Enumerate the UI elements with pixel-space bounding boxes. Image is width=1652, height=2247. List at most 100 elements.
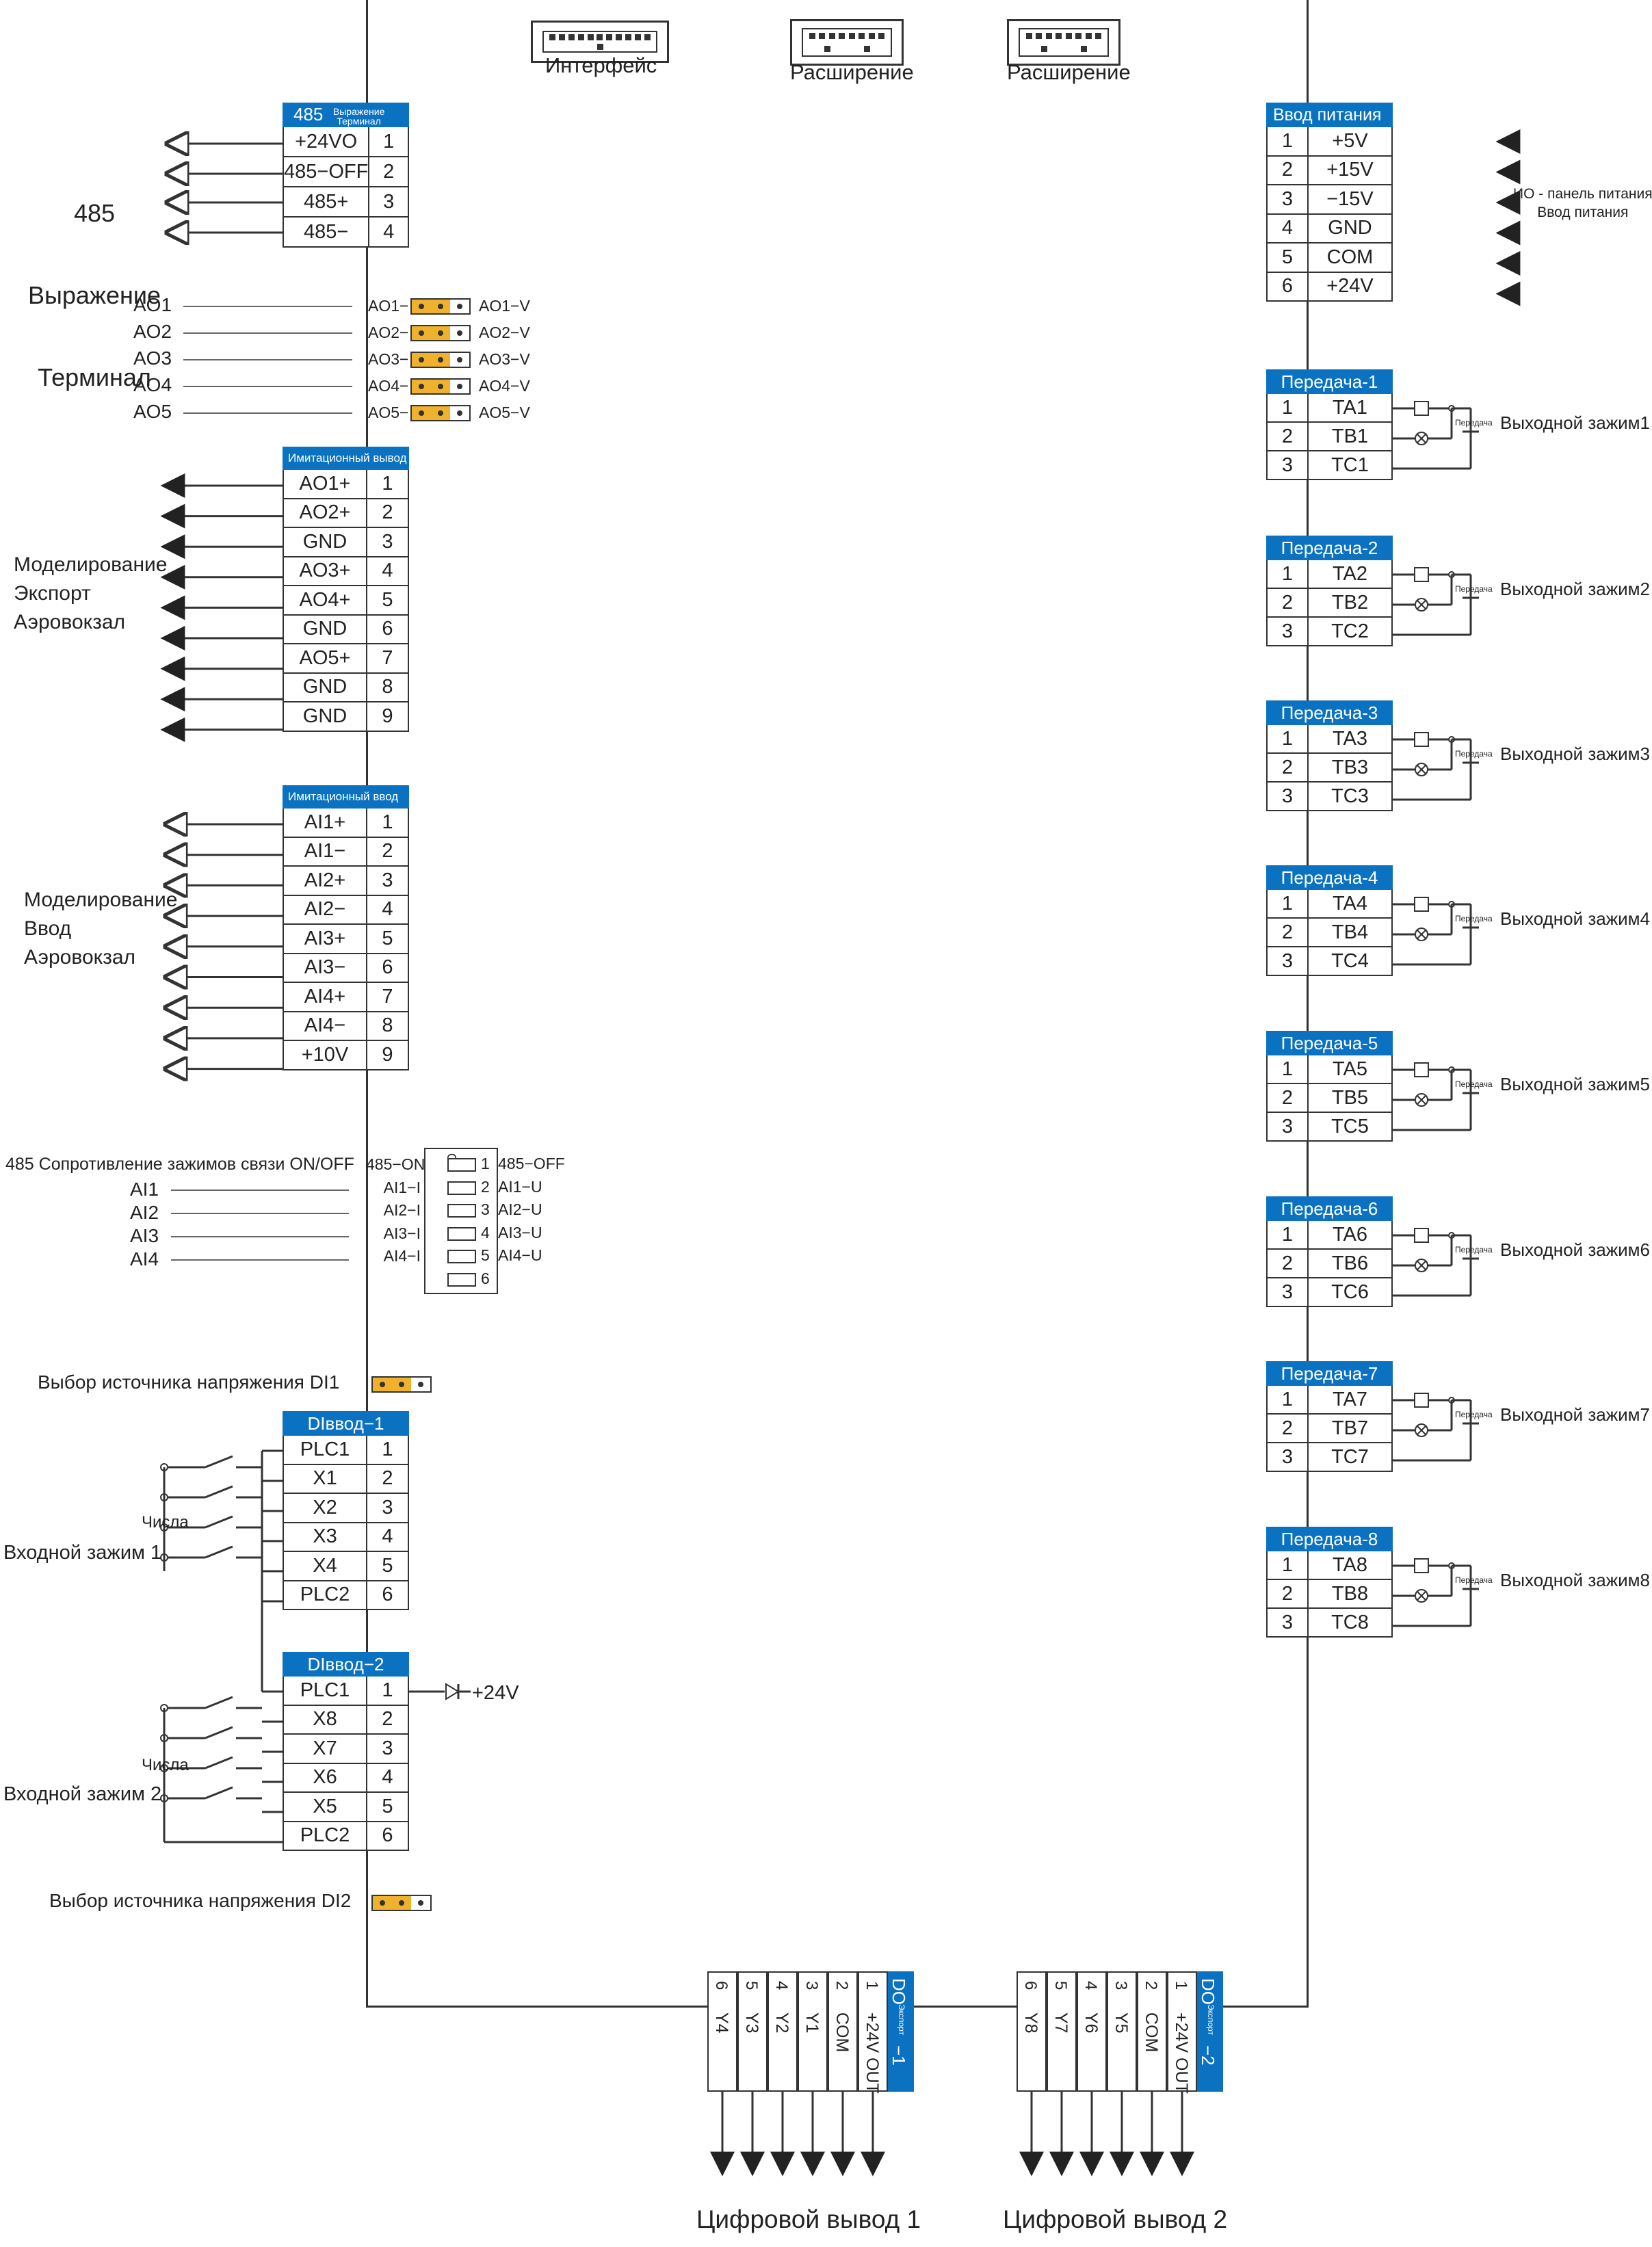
terminal-pin: 8 xyxy=(366,672,409,702)
diode-icon xyxy=(445,1683,460,1700)
relay-pin-number: 1 xyxy=(1266,1550,1309,1580)
relay-pin-signal: TA8 xyxy=(1307,1550,1393,1580)
digital-output-signal: Y6 xyxy=(1081,2012,1101,2034)
terminal-pin: 2 xyxy=(366,497,409,528)
di-input-2-side-label: Входной зажим 2 xyxy=(3,1783,162,1805)
di1-voltage-jumper[interactable] xyxy=(371,1376,432,1393)
relay-pin-signal: TA4 xyxy=(1307,889,1393,919)
terminal-pin: 4 xyxy=(366,555,409,586)
relay-lamp-cross xyxy=(1417,930,1426,939)
ao-jumper-1[interactable] xyxy=(410,298,471,315)
relay-output-label: Выходной зажим6 xyxy=(1500,1239,1650,1260)
digital-output-column xyxy=(1167,1971,1197,2092)
relay-title: Передача-5 xyxy=(1266,1031,1393,1055)
dip-switch-toggle[interactable] xyxy=(447,1181,476,1195)
relay-coil-icon xyxy=(1414,1393,1429,1408)
di2-voltage-jumper[interactable] xyxy=(371,1895,432,1911)
relay-lamp-cross xyxy=(1417,1095,1426,1105)
terminal-signal: X5 xyxy=(283,1791,367,1822)
ao-jumper-left-label: AO4 xyxy=(133,374,172,395)
ao-jumper-3[interactable] xyxy=(410,352,471,368)
digital-output-signal: +24V OUT xyxy=(863,2012,882,2094)
rs485-block-title: 485 xyxy=(293,104,324,125)
table-row: AI2−4 xyxy=(283,894,409,925)
digital-output-column xyxy=(1077,1971,1107,2092)
terminal-pin: 4 xyxy=(366,1521,409,1552)
dip-switch-toggle[interactable] xyxy=(447,1204,476,1218)
relay-pin-number: 1 xyxy=(1266,889,1309,919)
terminal-pin: 3 xyxy=(1266,184,1309,215)
rs485-pin: 3 xyxy=(368,186,409,218)
terminal-pin: 9 xyxy=(366,701,409,732)
ao-jumper-4[interactable] xyxy=(410,378,471,395)
digital-output-column xyxy=(828,1971,858,2092)
rs485-signal: 485−OFF xyxy=(282,156,370,187)
relay-note: Передача xyxy=(1455,584,1493,594)
terminal-signal: PLC2 xyxy=(283,1579,367,1610)
terminal-pin: 3 xyxy=(366,865,409,896)
terminal-pin: 5 xyxy=(1266,242,1309,273)
terminal-signal: +24V xyxy=(1307,271,1393,302)
ao-jumper-right-label: AO5−V xyxy=(479,404,530,421)
dip-switch[interactable] xyxy=(424,1148,498,1294)
di-input-2-group-label: Числа xyxy=(142,1756,189,1774)
dip-left-label: AI2 xyxy=(130,1202,159,1223)
table-row: 1+5V xyxy=(1266,126,1393,157)
relay-pin-signal: TC8 xyxy=(1307,1607,1393,1638)
terminal-signal: AI3− xyxy=(283,952,367,983)
terminal-signal: AO1+ xyxy=(283,469,367,499)
relay-title: Передача-4 xyxy=(1266,865,1393,890)
relay-pin-number: 3 xyxy=(1266,1442,1309,1472)
expansion-label-2: Расширение xyxy=(1007,60,1131,84)
relay-title: Передача-3 xyxy=(1266,700,1393,725)
ao-jumper-5[interactable] xyxy=(410,405,471,421)
relay-pin-signal: TA7 xyxy=(1307,1384,1393,1415)
relay-pin-signal: TB7 xyxy=(1307,1413,1393,1443)
terminal-signal: AI4+ xyxy=(283,982,367,1012)
terminal-signal: PLC1 xyxy=(283,1434,367,1465)
ao-jumper-right-label: AO4−V xyxy=(479,377,530,395)
table-row: 6+24V xyxy=(1266,271,1393,302)
ao-jumper-left-label: AO3 xyxy=(133,347,172,369)
terminal-pin: 1 xyxy=(366,807,409,838)
relay-title: Передача-6 xyxy=(1266,1196,1393,1221)
dip-switch-toggle[interactable] xyxy=(447,1158,476,1172)
digital-output-pin: 5 xyxy=(742,1981,761,1990)
digital-output-header xyxy=(888,1971,914,2092)
digital-output-column xyxy=(1107,1971,1137,2092)
dip-switch-toggle[interactable] xyxy=(447,1272,476,1287)
relay-note: Передача xyxy=(1455,1245,1493,1254)
dip-switch-toggle[interactable] xyxy=(447,1226,476,1241)
relay-title: Передача-1 xyxy=(1266,369,1393,394)
table-row: AO2+2 xyxy=(283,497,409,528)
dip-switch-toggle[interactable] xyxy=(447,1250,476,1263)
digital-output-pin: 6 xyxy=(1021,1981,1040,1990)
relay-pin-signal: TC6 xyxy=(1307,1277,1393,1307)
dip-switch-number: 2 xyxy=(481,1177,490,1196)
analog-input-side-label: Моделирование Ввод Аэровокзал xyxy=(24,889,178,969)
digital-output-pin: 3 xyxy=(802,1981,821,1990)
rs485-block-title-small: Выражение Терминал xyxy=(332,105,385,127)
ao-jumper-2[interactable] xyxy=(410,325,471,341)
digital-output-title-num: −1 xyxy=(889,2045,909,2066)
relay-pin-signal: TC1 xyxy=(1307,450,1393,480)
dip-switch-number: 1 xyxy=(481,1155,490,1172)
terminal-pin: 1 xyxy=(366,1675,409,1706)
terminal-pin: 1 xyxy=(1266,126,1309,157)
relay-title: Передача-8 xyxy=(1266,1527,1393,1551)
digital-output-signal: Y5 xyxy=(1112,2012,1131,2034)
